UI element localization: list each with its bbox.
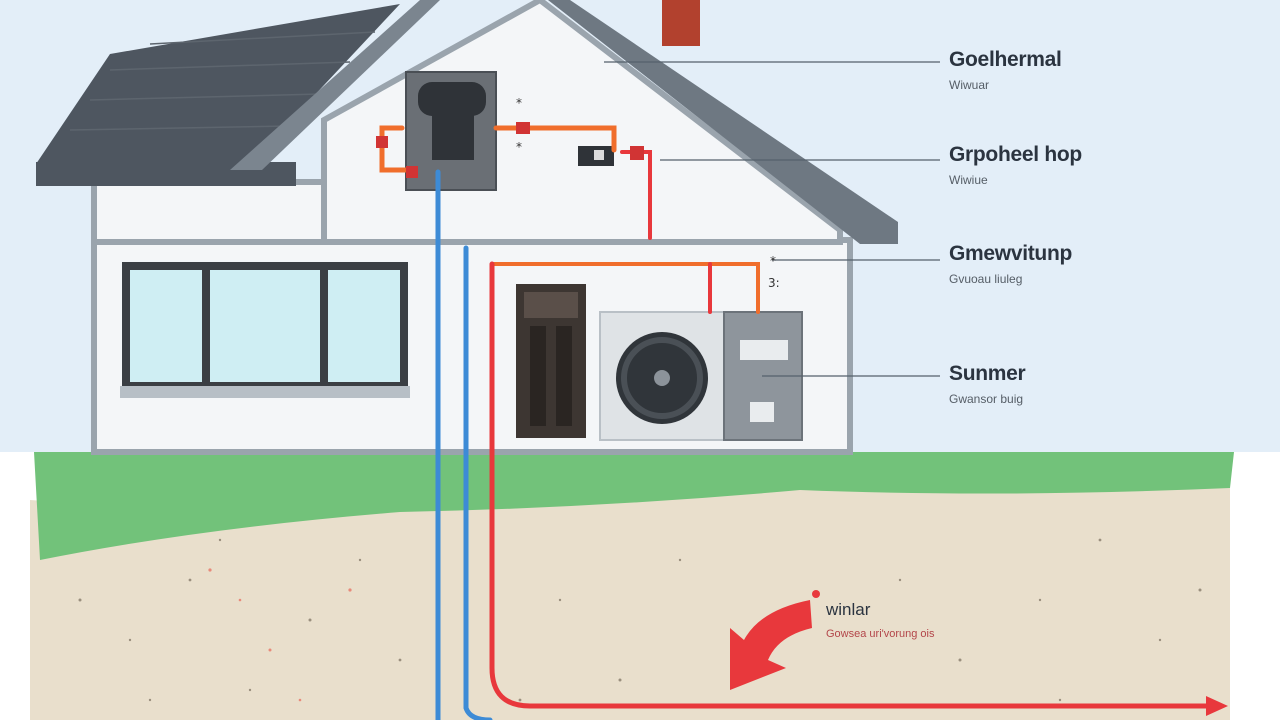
control-box-icon — [578, 146, 614, 166]
valve-mark: 3: — [768, 276, 780, 290]
roof-shingle-lines — [69, 31, 376, 131]
callout-heat-pump: Grpoheel hop Wiwiue — [949, 143, 1082, 187]
soil-red-specks — [208, 568, 352, 702]
grass-layer — [34, 452, 1234, 560]
callout-summer: Sunmer Gwansor buig — [949, 362, 1026, 406]
callout-title: Grpoheel hop — [949, 143, 1082, 166]
valve-mark: * — [516, 140, 522, 154]
leader-lines — [604, 61, 940, 377]
house-wall-left-upper — [91, 179, 327, 245]
valve-mark: * — [770, 254, 776, 268]
callout-title: Sunmer — [949, 362, 1026, 385]
flow-arrow-icon — [730, 600, 812, 690]
flow-subtitle: Gowsea uri'vorung ois — [826, 628, 935, 640]
chimney-icon — [662, 0, 700, 46]
callout-unit: Gmewvitunp Gvuoau liuleg — [949, 242, 1072, 286]
callout-subtitle: Wiwuar — [949, 78, 990, 92]
flow-arrow-head — [1206, 696, 1228, 716]
roof-edge-main — [230, 0, 440, 170]
roof-left — [36, 4, 400, 164]
callout-subtitle: Gvuoau liuleg — [949, 272, 1023, 286]
flow-title: winlar — [826, 600, 871, 619]
soil-ground — [30, 472, 1230, 720]
pipe-fittings — [376, 122, 644, 178]
indoor-heat-pump-unit — [405, 71, 497, 191]
callout-title: Goelhermal — [949, 48, 1062, 71]
callout-geothermal: Goelhermal Wiwuar — [949, 48, 1062, 92]
valve-mark: * — [516, 96, 522, 110]
callout-subtitle: Wiwiue — [949, 173, 988, 187]
door-icon — [516, 284, 586, 438]
air-unit-fan-icon — [599, 311, 725, 441]
window-icon — [120, 262, 410, 398]
roof-edge-right — [548, 0, 898, 244]
flow-label-winter: winlar Gowsea uri'vorung ois — [826, 600, 935, 640]
pipes — [379, 125, 1213, 720]
callout-title: Gmewvitunp — [949, 242, 1073, 265]
callout-subtitle: Gwansor buig — [949, 392, 1024, 406]
flow-dot — [812, 590, 820, 598]
